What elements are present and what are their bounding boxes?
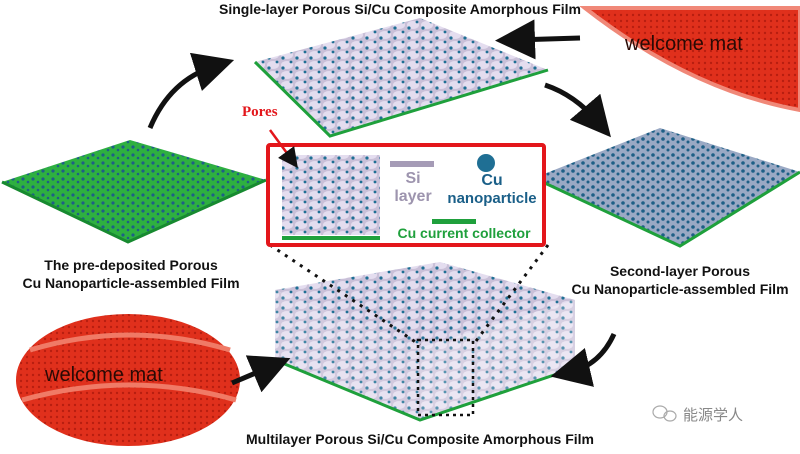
watermark-text: 能源学人 <box>683 407 744 424</box>
cu-label-line2: nanoparticle <box>447 190 537 207</box>
welcome-mat-label-top: welcome mat <box>625 33 743 55</box>
title-predeposited-line1: The pre-deposited Porous <box>44 257 218 273</box>
second-layer-film <box>533 128 800 248</box>
welcome-mat-photo-top <box>579 6 800 113</box>
title-second-layer-line1: Second-layer Porous <box>609 263 751 279</box>
welcome-mat-label-bottom: welcome mat <box>45 364 163 386</box>
wechat-icon <box>652 405 677 422</box>
legend-box <box>266 143 546 247</box>
si-label-line1: Si <box>405 170 421 187</box>
si-label-line2: layer <box>394 188 432 205</box>
title-second-layer-line2: Cu Nanoparticle-assembled Film <box>571 281 789 297</box>
pores-label: Pores <box>242 104 278 120</box>
title-predeposited-line2: Cu Nanoparticle-assembled Film <box>22 275 240 291</box>
cu-nanoparticle-film <box>1 140 267 244</box>
single-layer-film <box>253 18 549 138</box>
collector-label: Cu current collector <box>397 225 531 241</box>
multilayer-film <box>274 262 576 422</box>
title-multilayer: Multilayer Porous Si/Cu Composite Amorph… <box>246 431 594 447</box>
process-arrows <box>147 19 617 393</box>
cu-label-line1: Cu <box>481 172 503 189</box>
welcome-mat-photo-bottom <box>16 314 240 446</box>
title-single-layer: Single-layer Porous Si/Cu Composite Amor… <box>219 1 581 17</box>
